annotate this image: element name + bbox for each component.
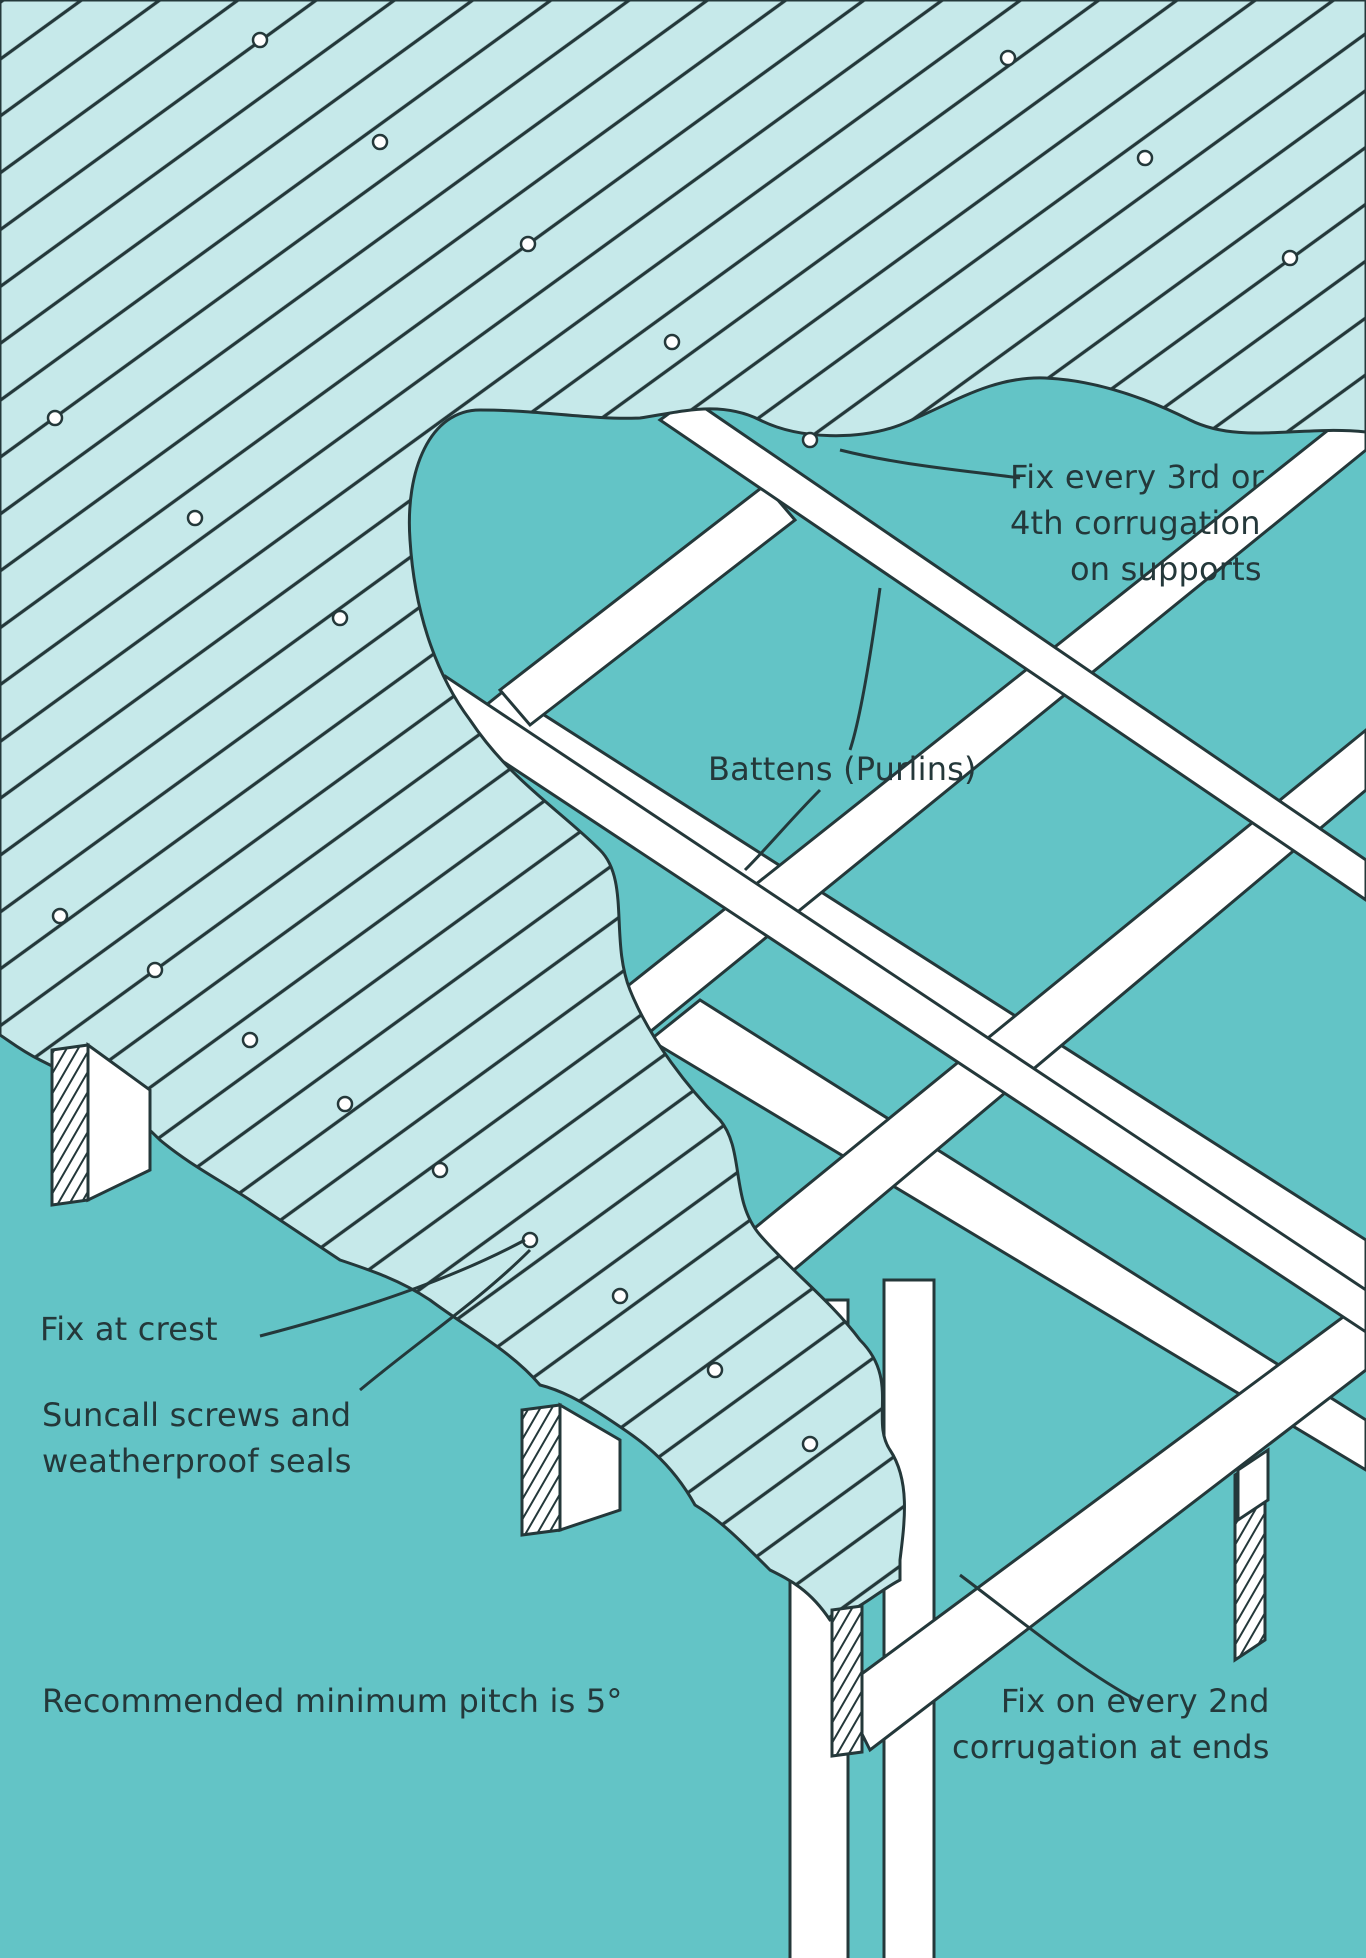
label-line: Fix on every 2nd xyxy=(1000,1682,1270,1720)
label-pitch: Recommended minimum pitch is 5° xyxy=(42,1682,623,1720)
label-line: on supports xyxy=(1070,550,1262,588)
edge-boards xyxy=(407,396,1366,1663)
label-fix-ends: Fix on every 2nd corrugation at ends xyxy=(952,1678,1270,1770)
corrugated-sheet xyxy=(0,0,1366,1622)
battens xyxy=(497,398,1366,1753)
label-screws: Suncall screws and weatherproof seals xyxy=(42,1392,352,1484)
label-line: Fix every 3rd or xyxy=(1010,458,1265,496)
eave-timbers xyxy=(50,1042,864,1758)
label-battens: Battens (Purlins) xyxy=(708,750,977,788)
label-fix-corrugation: Fix every 3rd or 4th corrugation on supp… xyxy=(1010,454,1264,592)
label-line: Suncall screws and xyxy=(42,1396,352,1434)
leader-lines xyxy=(259,448,1141,1704)
label-line: corrugation at ends xyxy=(952,1728,1270,1766)
label-fix-crest: Fix at crest xyxy=(40,1310,218,1348)
label-line: weatherproof seals xyxy=(42,1442,352,1480)
label-line: 4th corrugation xyxy=(1010,504,1261,542)
